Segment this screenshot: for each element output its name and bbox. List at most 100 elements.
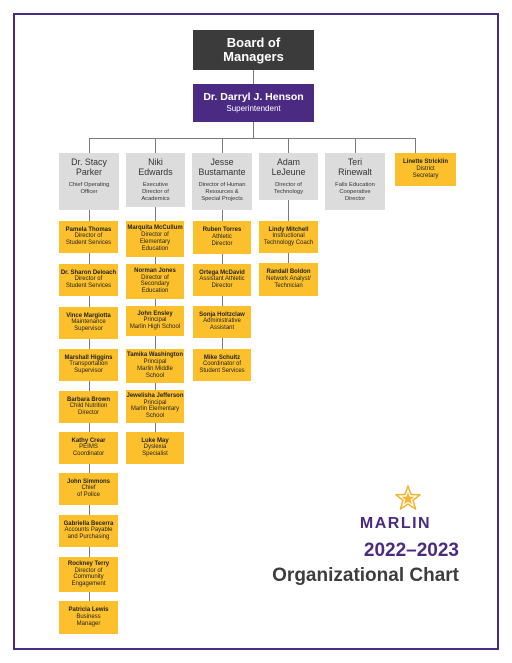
staff-name: Randall Boldon	[266, 269, 311, 276]
chart-title: Organizational Chart	[272, 565, 459, 586]
connector-horizontal	[89, 138, 415, 139]
connector-head-2	[155, 138, 156, 153]
staff-name: Ruben Torres	[202, 227, 242, 234]
staff-title: Network Analyst/Technician	[266, 275, 311, 289]
head-name: Parker	[76, 167, 102, 178]
superintendent-title: Superintendent	[226, 104, 281, 114]
head-name: Niki	[148, 157, 163, 167]
connector-board-supt	[253, 70, 254, 84]
head-name: Bustamante	[198, 167, 246, 178]
staff-name: Ortega McDavid	[199, 269, 245, 276]
staff-name: Marquita McCullum	[127, 225, 183, 232]
board-line-1: Board of	[226, 34, 281, 50]
chart-year: 2022–2023	[363, 540, 459, 561]
staff-name: Patricia Lewis	[68, 607, 109, 614]
connector-head-3	[222, 138, 223, 153]
staff-name: Sonja Holtzclaw	[199, 311, 245, 318]
connector-head-6	[415, 138, 416, 153]
staff-name: Kathy Crear	[71, 437, 106, 444]
head-name: Edwards	[138, 167, 173, 178]
head-name: Teri	[347, 157, 363, 167]
staff-name: Dr. Sharon Deloach	[60, 269, 117, 276]
head-name: Adam	[277, 157, 300, 167]
staff-name: Mike Schultz	[203, 354, 241, 361]
staff-name: Jewelisha Jefferson	[126, 392, 184, 399]
head-name: LeJeune	[271, 167, 306, 178]
staff-name: Tamika Washington	[126, 352, 183, 359]
star-logo-icon	[395, 485, 421, 510]
superintendent-name: Dr. Darryl J. Henson	[203, 90, 304, 103]
staff-name: Barbara Brown	[66, 396, 110, 403]
staff-name: Pamela Thomas	[65, 226, 112, 233]
staff-name: Marshall Higgins	[64, 354, 113, 361]
brand-logo-text: MARLIN	[359, 515, 432, 532]
superintendent-box: Dr. Darryl J. Henson Superintendent	[193, 84, 314, 122]
board-line-2: Managers	[223, 49, 284, 64]
connector-head-5	[355, 138, 356, 153]
head-name: Dr. Stacy	[71, 157, 107, 167]
connector-head-1	[89, 138, 90, 153]
board-of-managers-box: Board of Managers	[193, 30, 314, 70]
staff-name: Vince Margiotta	[66, 312, 111, 319]
head-name: Jesse	[210, 157, 234, 167]
head-name: Rinewalt	[338, 167, 372, 178]
staff-name: Rockney Terry	[67, 560, 110, 567]
staff-box-boldon: Randall Boldon Network Analyst/Technicia…	[259, 263, 318, 296]
staff-name: Norman Jones	[134, 267, 176, 274]
staff-name: John Simmons	[66, 478, 110, 485]
staff-name: Linette Stricklin	[402, 159, 448, 166]
connector-head-4	[288, 138, 289, 153]
staff-name: John Ensley	[137, 310, 173, 317]
